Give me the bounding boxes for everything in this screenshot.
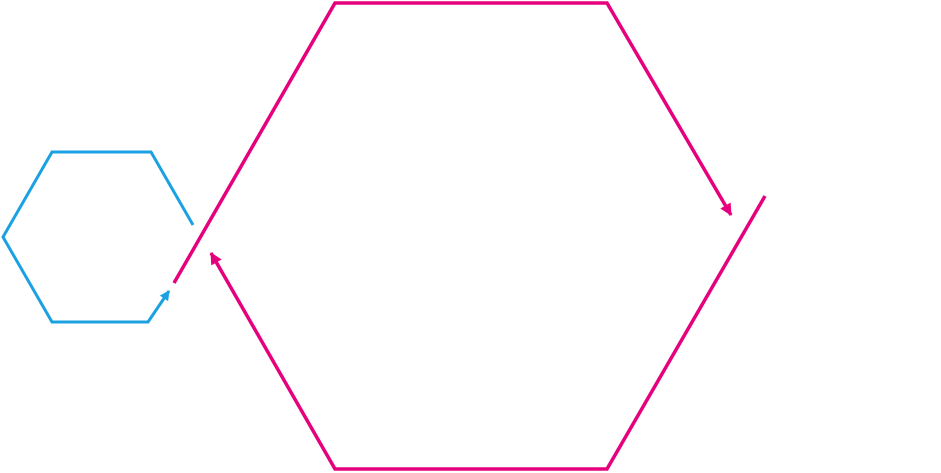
large-hexagon <box>172 1 767 471</box>
small-hexagon <box>1 150 195 324</box>
large-hexagon-upper-path <box>172 1 733 284</box>
small-hexagon-outline <box>1 150 195 324</box>
large-hexagon-lower-path <box>209 195 767 471</box>
